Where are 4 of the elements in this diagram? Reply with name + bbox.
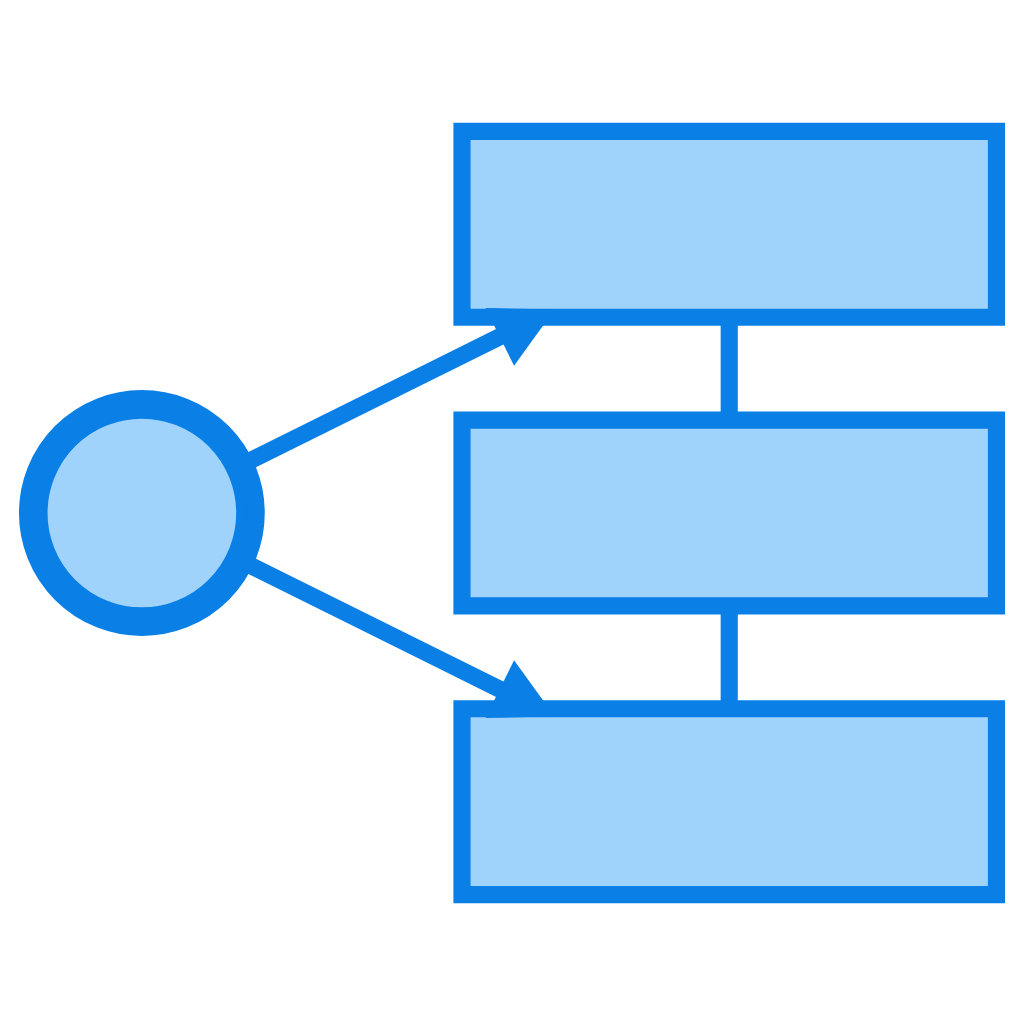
node-box [453,699,1006,903]
node-box [453,121,1006,325]
node-box [453,410,1006,614]
node-gear [18,389,265,635]
